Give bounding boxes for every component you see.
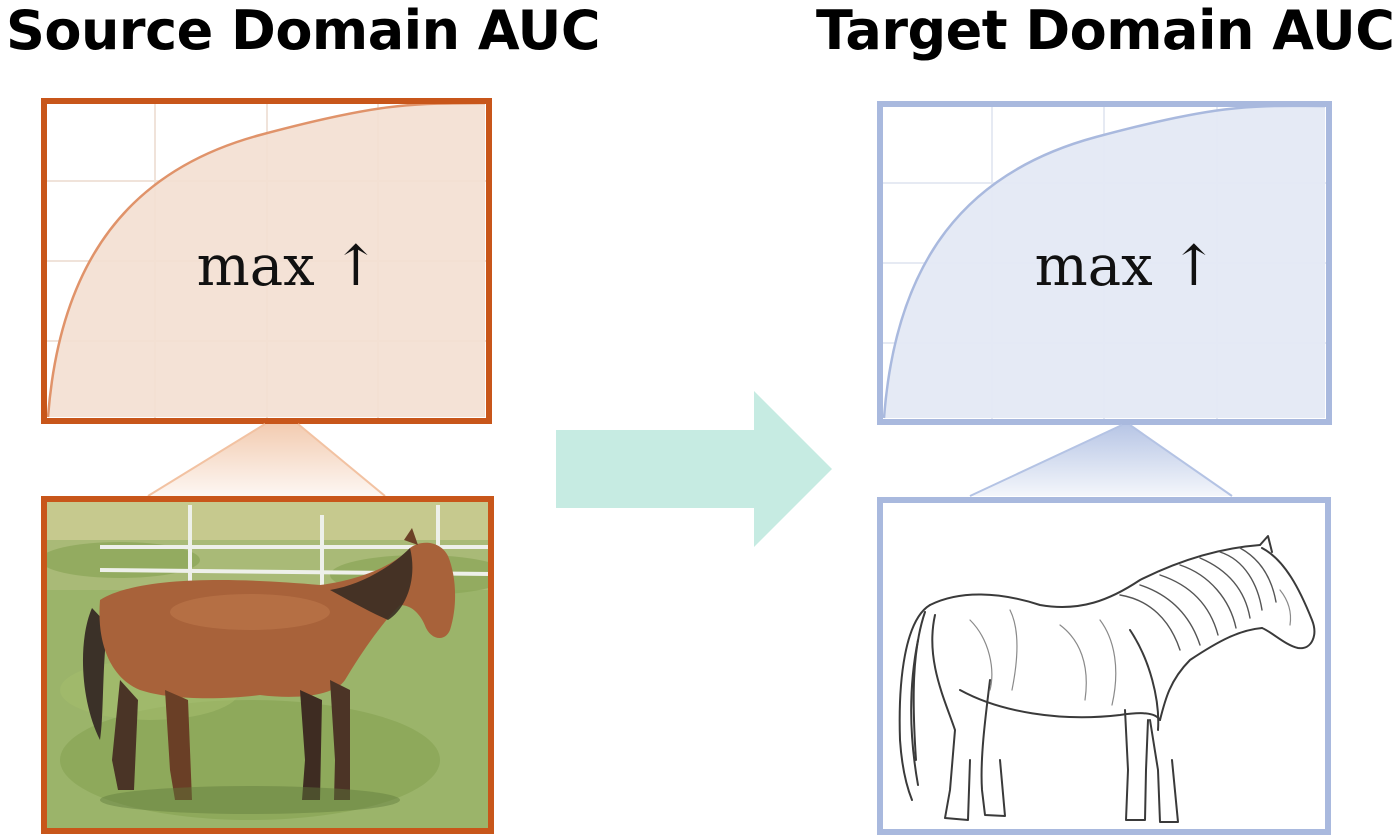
target-connector [970,425,1232,496]
target-photo-frame [877,497,1331,835]
source-roc-curve [46,101,486,418]
source-auc-label: max ↑ [197,234,380,299]
source-connector [148,424,385,496]
source-auc-area [48,103,485,417]
source-horse-photo [44,499,491,831]
source-photo-frame [41,496,494,834]
target-domain-title: Target Domain AUC [816,0,1395,62]
source-domain-title: Source Domain AUC [6,0,601,62]
horse [82,528,456,800]
target-auc-label: max ↑ [1035,234,1218,299]
target-auc-area [884,105,1325,419]
target-auc-panel: max ↑ [877,101,1332,425]
target-horse-sketch [880,500,1328,832]
transfer-arrow [556,391,832,547]
source-auc-panel: max ↑ [41,98,492,424]
source-auc-frame [41,98,492,424]
target-auc-frame [877,101,1332,425]
